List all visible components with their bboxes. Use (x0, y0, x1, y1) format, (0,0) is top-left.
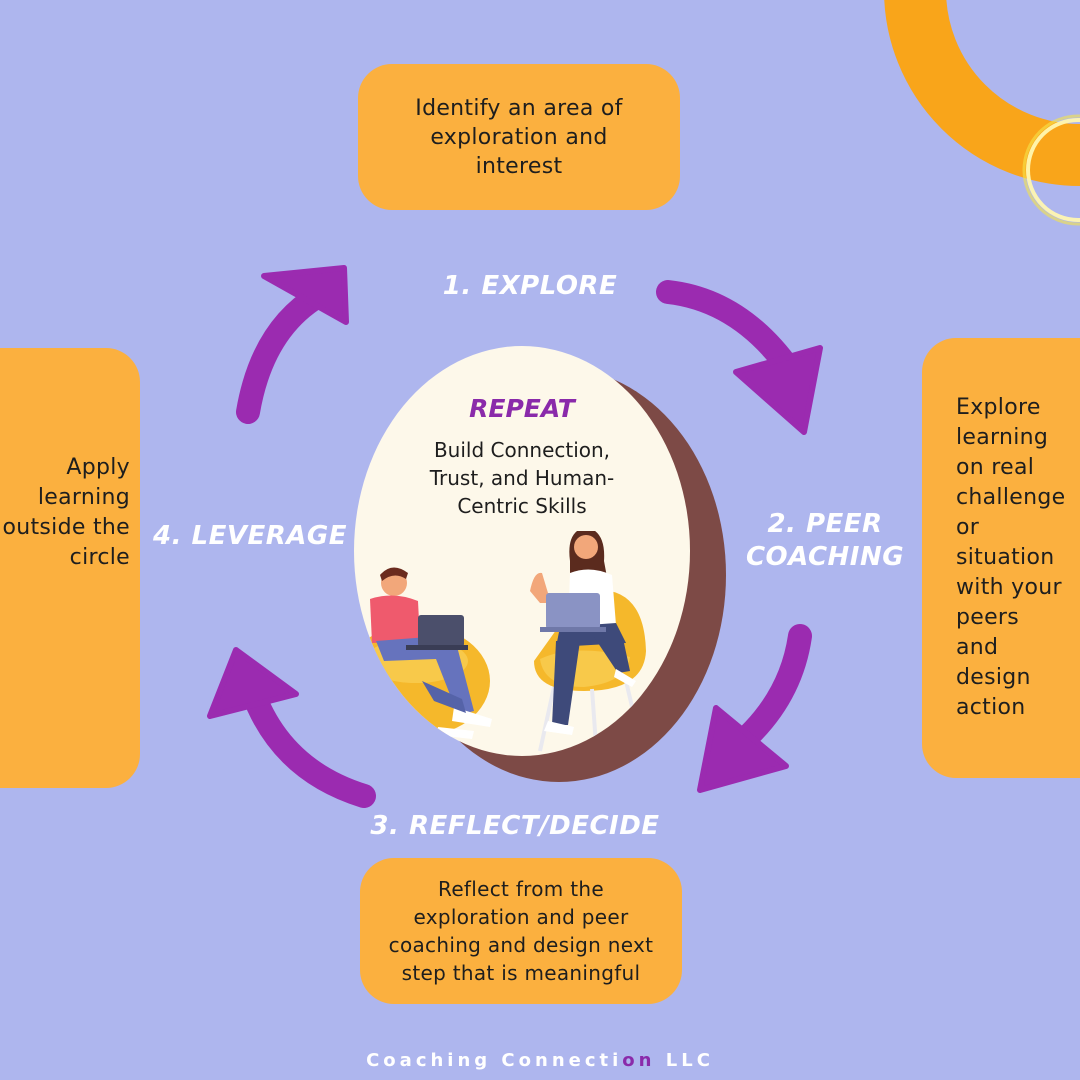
peer-box-line: challenge (956, 485, 1066, 510)
explore-box-line: Identify an area of (415, 95, 623, 121)
decorative-ring (884, 0, 1080, 226)
leverage-box-line: outside the (2, 515, 130, 540)
reflect-description-box: Reflect from the exploration and peer co… (360, 858, 682, 1004)
repeat-title: REPEAT (469, 394, 575, 423)
peer-box-line: peers (956, 605, 1020, 630)
peer-coaching-description-box: Explore learning on real challenge or si… (922, 338, 1080, 778)
explore-description-box: Identify an area of exploration and inte… (358, 64, 680, 210)
repeat-line: Centric Skills (457, 494, 587, 518)
leverage-description-box: Apply learning outside the circle (0, 348, 140, 788)
peer-box-line: situation (956, 545, 1055, 570)
arrow-reflect-to-leverage (207, 647, 376, 808)
explore-box-line: exploration and (430, 124, 608, 150)
reflect-box-line: coaching and design next (388, 933, 654, 957)
peer-box-line: on real (956, 455, 1035, 480)
repeat-line: Trust, and Human- (429, 466, 615, 490)
peer-box-line: with your (956, 575, 1062, 600)
peer-box-line: or (956, 515, 980, 540)
leverage-box-line: learning (37, 485, 130, 510)
peer-box-line: action (956, 695, 1026, 720)
peer-box-line: and (956, 635, 999, 660)
reflect-box-line: step that is meaningful (401, 961, 641, 985)
arrow-peer-to-reflect (697, 624, 812, 793)
step-leverage-label: 4. LEVERAGE (153, 521, 347, 551)
repeat-description: Build Connection, Trust, and Human- Cent… (414, 436, 630, 520)
footer-text-part1: Coaching Connecti (366, 1050, 623, 1071)
repeat-line: Build Connection, (433, 438, 611, 462)
step-explore-label: 1. EXPLORE (442, 271, 618, 301)
center-circle: REPEAT Build Connection, Trust, and Huma… (354, 346, 690, 756)
reflect-box-line: Reflect from the (438, 877, 604, 901)
footer-text-accent: on (622, 1050, 656, 1071)
people-laptops-illustration (354, 531, 646, 752)
step-peer-line1: 2. PEER (767, 509, 883, 539)
leverage-box-line: Apply (66, 455, 130, 480)
peer-box-line: learning (956, 425, 1049, 450)
peer-box-line: Explore (956, 395, 1041, 420)
step-reflect-label: 3. REFLECT/DECIDE (370, 811, 660, 841)
peer-box-line: design (956, 665, 1031, 690)
footer-company-name: Coaching Connection LLC (0, 1050, 1080, 1071)
step-peer-line2: COACHING (745, 542, 905, 572)
leverage-box-line: circle (69, 545, 130, 570)
step-peer-coaching-label: 2. PEER COACHING (740, 508, 910, 574)
arrow-leverage-to-explore (236, 265, 349, 424)
arrow-explore-to-peer (656, 280, 823, 435)
footer-text-part2: LLC (655, 1050, 714, 1071)
reflect-box-line: exploration and peer (413, 905, 629, 929)
explore-box-line: interest (475, 153, 563, 179)
